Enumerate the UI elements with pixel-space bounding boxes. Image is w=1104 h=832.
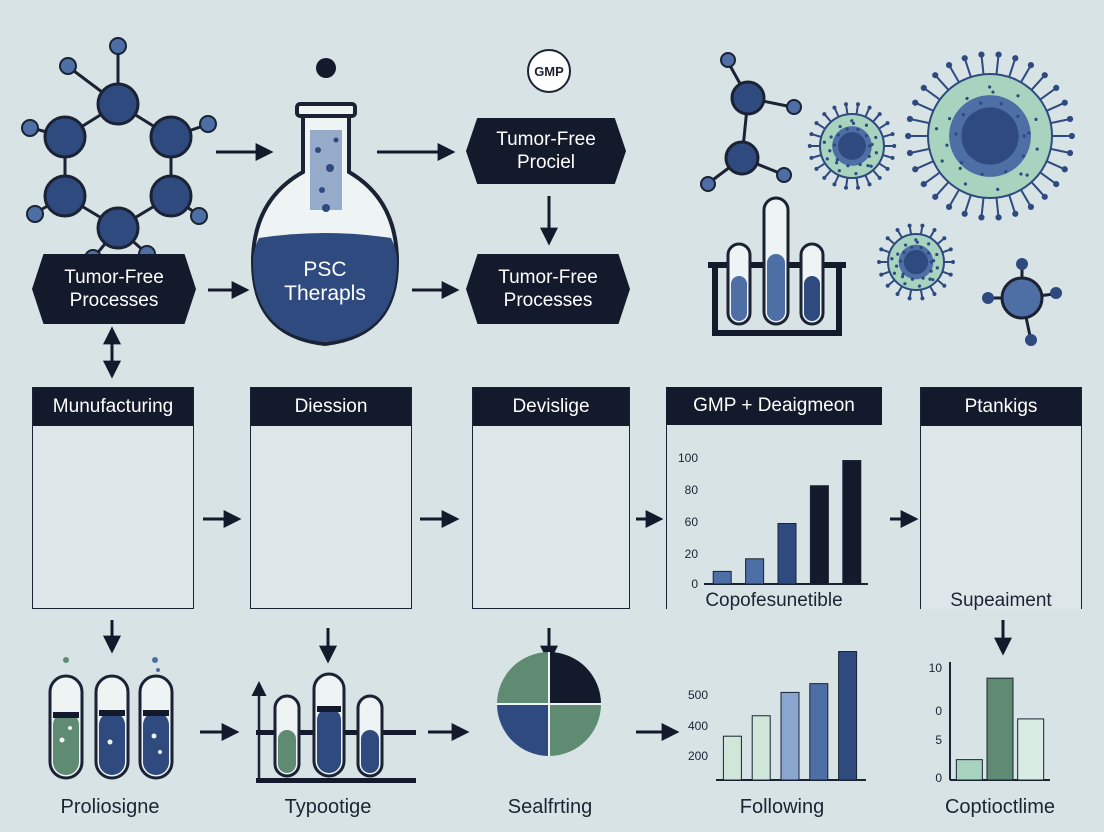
- chart2-bar-3: [780, 691, 800, 781]
- panel-diession: Diession: [250, 387, 412, 609]
- chart1-bar-3: [777, 523, 797, 585]
- gmp-badge: GMP: [527, 49, 571, 93]
- chart3-tick: 0: [935, 704, 942, 718]
- chart1-bar-5: [842, 460, 862, 585]
- chart3-bar-2: [986, 677, 1014, 781]
- panel-ptankigs: Ptankigs: [920, 387, 1082, 609]
- bottom-pie-chart: [497, 652, 601, 756]
- panel-header: Diession: [251, 388, 411, 426]
- virus-large-icon: [905, 51, 1075, 221]
- molecule-top-left-icon: [21, 37, 217, 267]
- chart3-tick: 10: [928, 661, 942, 675]
- chart3-bar-3: [1017, 718, 1045, 781]
- virus-small-icon: [807, 102, 897, 190]
- chart1-tick: 100: [677, 451, 698, 465]
- caption-copofesunetible: Copofesunetible: [705, 590, 843, 611]
- bottom-rack-icon: [251, 672, 416, 783]
- cell-receptor-icon: [982, 258, 1062, 346]
- chart3-bar-1: [955, 759, 983, 781]
- bottom-label: Coptioctlime: [944, 796, 1056, 818]
- panel-header: Ptankigs: [921, 388, 1081, 426]
- chart2-bar-4: [809, 683, 829, 781]
- flow-arrows-top: [103, 143, 558, 379]
- chart3-tick: 5: [935, 733, 942, 747]
- chart1-tick: 80: [684, 483, 698, 497]
- panel-devislige: Devislige: [472, 387, 630, 609]
- chart2-tick: 400: [687, 719, 708, 733]
- chart3-tick: 0: [935, 771, 942, 785]
- hex-tumor-free-processes-right: Tumor-Free Processes: [466, 254, 630, 324]
- hex-tumor-free-processes-left: Tumor-Free Processes: [32, 254, 196, 324]
- chart2-bar-1: [722, 735, 742, 781]
- chart2-bar-5: [838, 651, 858, 781]
- hex-tumor-free-prociel: Tumor-Free Prociel: [466, 118, 626, 184]
- chart1-tick: 60: [684, 515, 698, 529]
- panel-header: GMP + Deaigmeon: [666, 387, 882, 425]
- panel-header: Devislige: [473, 388, 629, 426]
- chart1-bar-2: [745, 558, 765, 585]
- bottom-following-chart: [716, 651, 866, 781]
- chart2-tick: 500: [687, 688, 708, 702]
- panel-manufacturing: Munufacturing: [32, 387, 194, 609]
- bottom-coptioctlime-chart: [949, 662, 1050, 781]
- caption-supeaiment: Supeaiment: [950, 590, 1052, 611]
- bottom-tubes-icon: [48, 657, 174, 780]
- chart1-tick: 20: [684, 547, 698, 561]
- psc-flask-icon: [250, 58, 400, 347]
- bottom-label: Sealfrting: [507, 796, 593, 818]
- test-tube-rack-top-icon: [708, 196, 846, 336]
- panel-gmp: GMP + Deaigmeon: [666, 387, 882, 609]
- bottom-label: Typootige: [284, 796, 372, 818]
- bottom-label: Proliosigne: [60, 796, 160, 818]
- virus-medium-icon: [877, 223, 955, 301]
- chart1-tick: 0: [691, 577, 698, 591]
- chart1-bar-4: [809, 485, 829, 585]
- bottom-label: Following: [739, 796, 825, 818]
- chart2-tick: 200: [687, 749, 708, 763]
- panel-header: Munufacturing: [33, 388, 193, 426]
- panel-gmp-chart: [704, 460, 868, 585]
- chart1-bar-1: [712, 570, 732, 585]
- psc-therapies-label: PSC Therapls: [284, 258, 366, 305]
- molecule-top-right-icon: [700, 52, 802, 192]
- chart2-bar-2: [751, 715, 771, 781]
